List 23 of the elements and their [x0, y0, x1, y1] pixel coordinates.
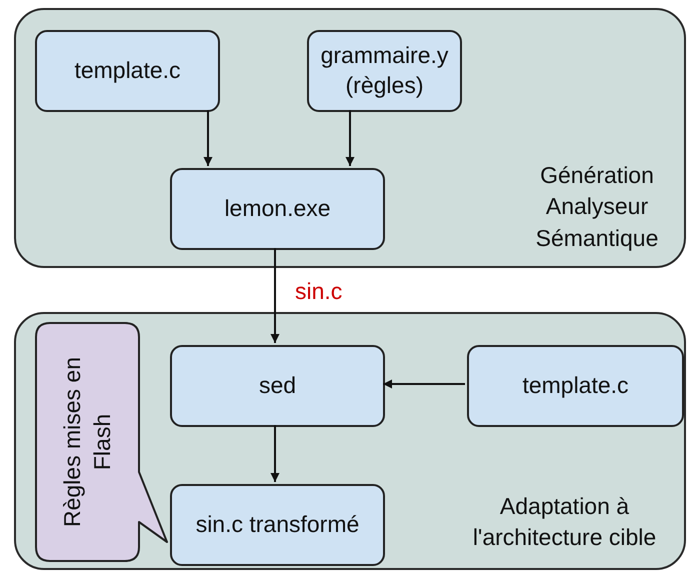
arrow [270, 425, 280, 482]
process-box [467, 345, 684, 427]
box-label: grammaire.y (règles) [320, 41, 450, 100]
process-box [170, 484, 385, 566]
arrow [346, 110, 354, 166]
panel-title: Génération Analyseur Sémantique [534, 161, 660, 253]
box-label: lemon.exe [224, 194, 331, 224]
group-panel [14, 312, 686, 570]
speech-bubble [35, 322, 168, 562]
box-label: template.c [522, 371, 629, 400]
process-box [307, 30, 462, 112]
box-label: template.c [74, 56, 181, 86]
box-label: sin.c transformé [196, 510, 360, 540]
arrow [204, 110, 212, 166]
group-panel [14, 8, 686, 268]
panel-title: Adaptation à l'architecture cible [472, 492, 658, 552]
box-label: sed [258, 371, 296, 400]
arrow [270, 248, 280, 343]
process-box [170, 168, 385, 250]
arrow [383, 380, 465, 388]
process-box [35, 30, 220, 112]
callout-text: Règles mises en Flash [58, 356, 116, 530]
process-box [170, 345, 385, 427]
